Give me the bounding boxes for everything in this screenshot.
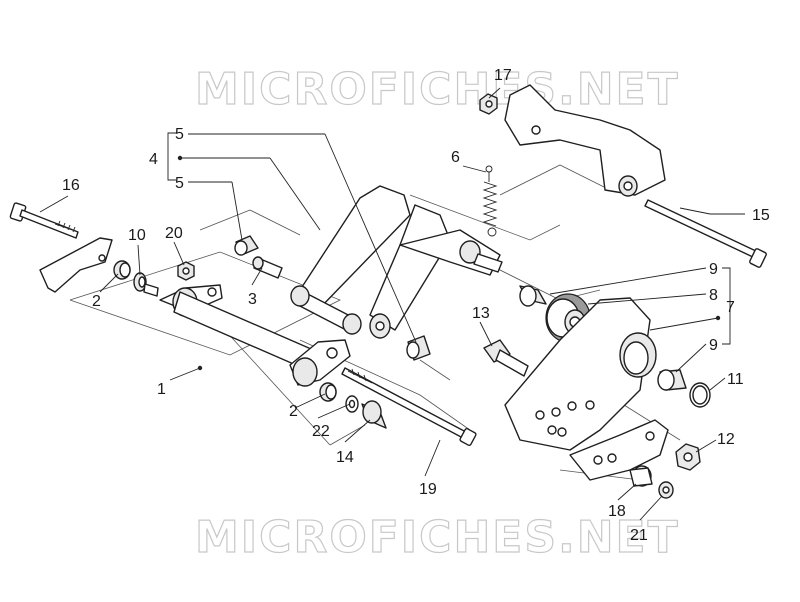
arm-7 — [504, 297, 657, 451]
callout-20: 20 — [165, 225, 183, 242]
callout-10: 10 — [128, 227, 146, 244]
nut-17 — [479, 93, 498, 115]
callout-labels: 16 10 20 2 1 2 22 14 19 3 5 4 5 6 17 15 … — [62, 67, 770, 544]
upper-bracket-15 — [504, 84, 666, 197]
bushing-5-lower — [406, 335, 431, 361]
watermark-bottom: MICROFICHES.NET — [195, 512, 680, 563]
callout-3: 3 — [248, 291, 257, 308]
callout-11: 11 — [727, 371, 744, 388]
leader-lines — [39, 87, 745, 521]
callout-7: 7 — [726, 299, 735, 316]
washer-22 — [345, 395, 359, 413]
bolt-16 — [9, 202, 79, 239]
callout-13: 13 — [472, 305, 490, 322]
callout-4: 4 — [149, 151, 158, 168]
washer-21 — [658, 481, 674, 499]
circlip-11 — [689, 382, 711, 408]
bolt-13 — [483, 339, 529, 377]
bushing-5-upper — [234, 235, 259, 256]
callout-15: 15 — [752, 207, 770, 224]
spacer-18 — [629, 465, 653, 487]
callout-14: 14 — [336, 449, 354, 466]
bushing-2-right — [319, 382, 337, 402]
spring-6 — [482, 165, 498, 237]
callout-2-right: 2 — [289, 403, 298, 420]
callout-1: 1 — [157, 381, 166, 398]
nut-20 — [177, 261, 195, 281]
callout-8: 8 — [709, 287, 718, 304]
callout-9-bottom: 9 — [709, 337, 718, 354]
bushing-2-left — [113, 260, 131, 280]
callout-5-top: 5 — [175, 126, 184, 143]
bushing-9-upper — [519, 285, 547, 307]
callout-19: 19 — [419, 481, 437, 498]
nut-12 — [675, 443, 701, 471]
bolt-19 — [341, 367, 477, 446]
bolt-15 — [644, 199, 767, 268]
callout-6: 6 — [451, 149, 460, 166]
callout-2-left: 2 — [92, 293, 101, 310]
bushing-9-lower — [657, 369, 687, 391]
pin-3 — [252, 256, 283, 279]
callout-18: 18 — [608, 503, 626, 520]
callout-12: 12 — [717, 431, 735, 448]
callout-9-top: 9 — [709, 261, 718, 278]
callout-17: 17 — [494, 67, 512, 84]
callout-5-mid: 5 — [175, 175, 184, 192]
spacer-14 — [361, 400, 387, 429]
swing-arm-4 — [290, 185, 503, 339]
left-bracket — [39, 237, 113, 293]
shaft-1 — [159, 284, 351, 387]
callout-22: 22 — [312, 423, 330, 440]
washer-10 — [133, 272, 159, 297]
callout-21: 21 — [630, 527, 648, 544]
lower-plate — [569, 419, 669, 481]
callout-16: 16 — [62, 177, 80, 194]
watermark-top: MICROFICHES.NET — [195, 64, 680, 115]
